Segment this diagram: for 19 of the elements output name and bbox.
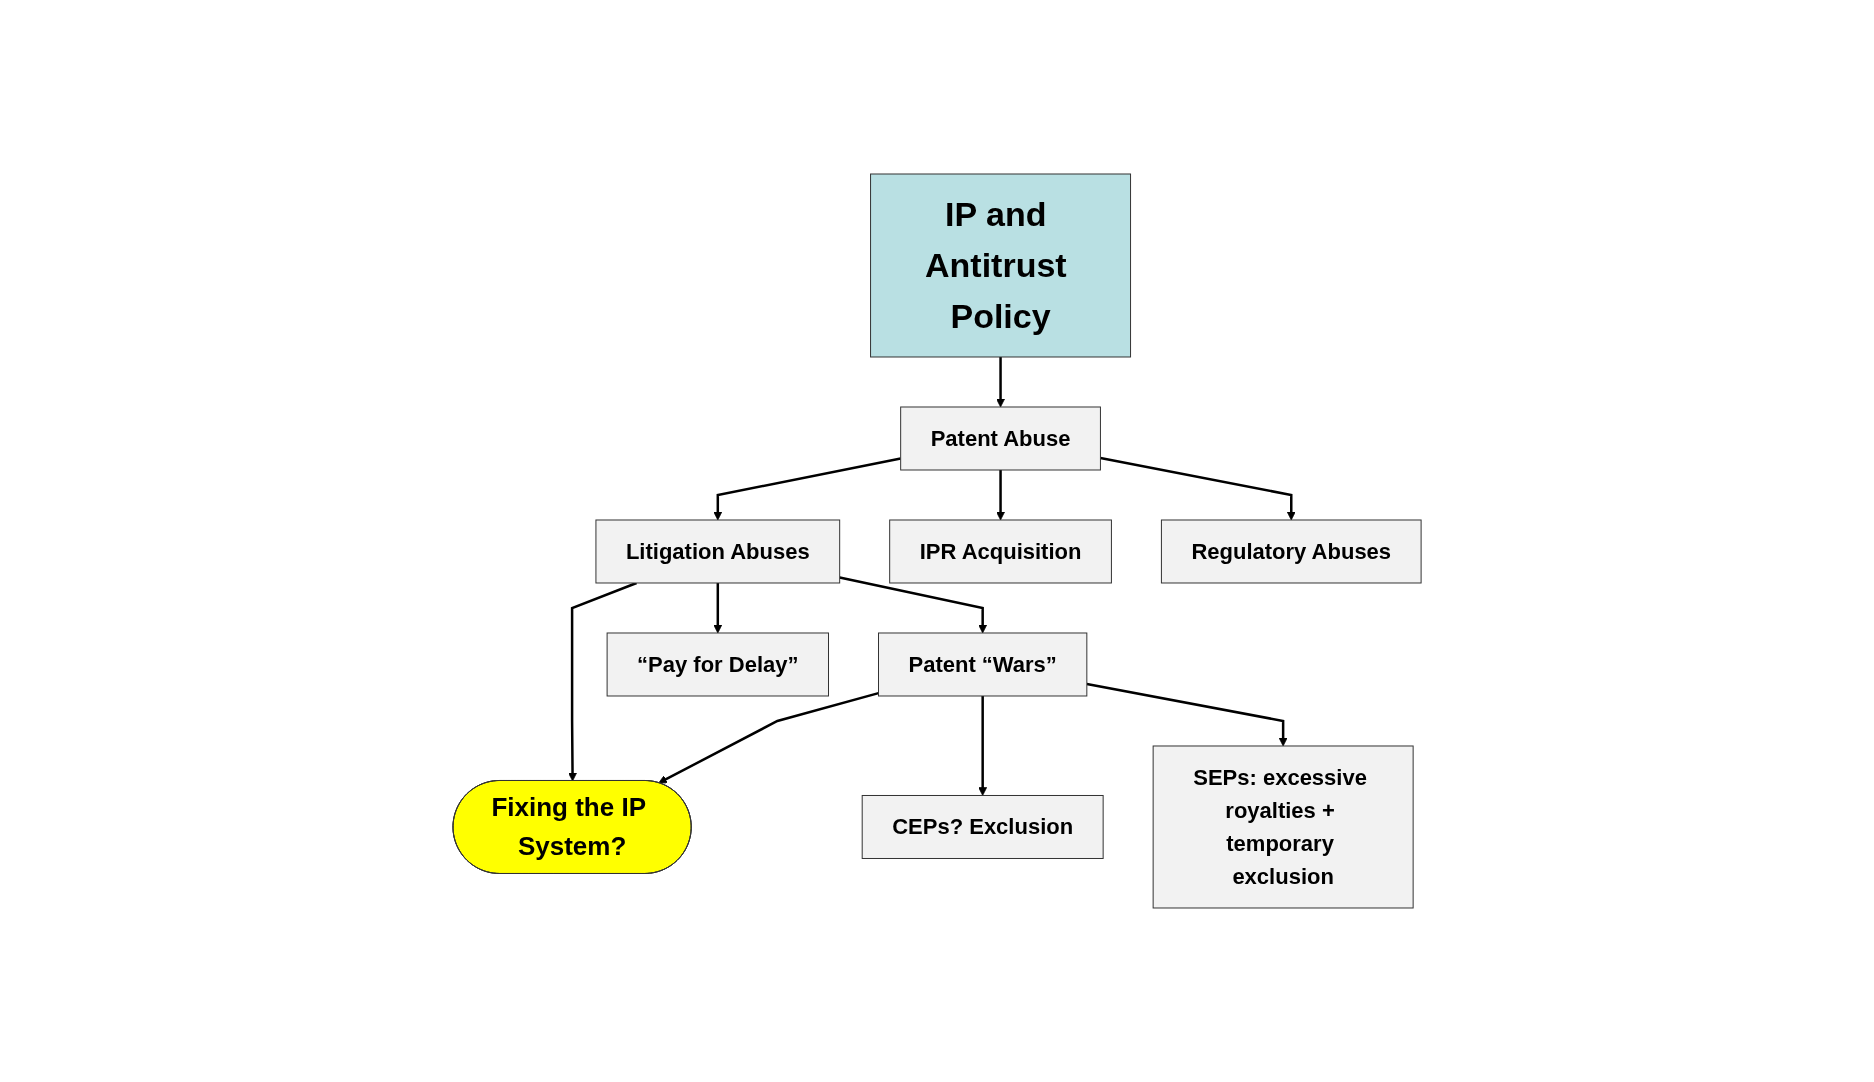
node-box: Litigation Abuses [595,519,841,584]
arrow [1086,682,1288,747]
arrow [713,457,901,521]
node-box: Patent “Wars” [877,632,1088,697]
node-box: SEPs: excessive royalties + temporary exclusion [1152,745,1414,909]
node-box: “Pay for Delay” [606,632,829,697]
arrow [996,357,1005,408]
arrow [1100,456,1296,521]
node-box: IPR Acquisition [889,519,1112,584]
arrow [658,691,879,784]
arrow [978,696,987,796]
arrow [713,583,723,634]
node-box: Patent Abuse [900,406,1101,471]
node-box: CEPs? Exclusion [861,795,1104,859]
arrow [996,470,1005,521]
node-box: IP and Antitrust Policy [870,173,1131,358]
node-box: Regulatory Abuses [1160,519,1422,584]
arrow [839,576,987,634]
arrow [568,581,637,782]
